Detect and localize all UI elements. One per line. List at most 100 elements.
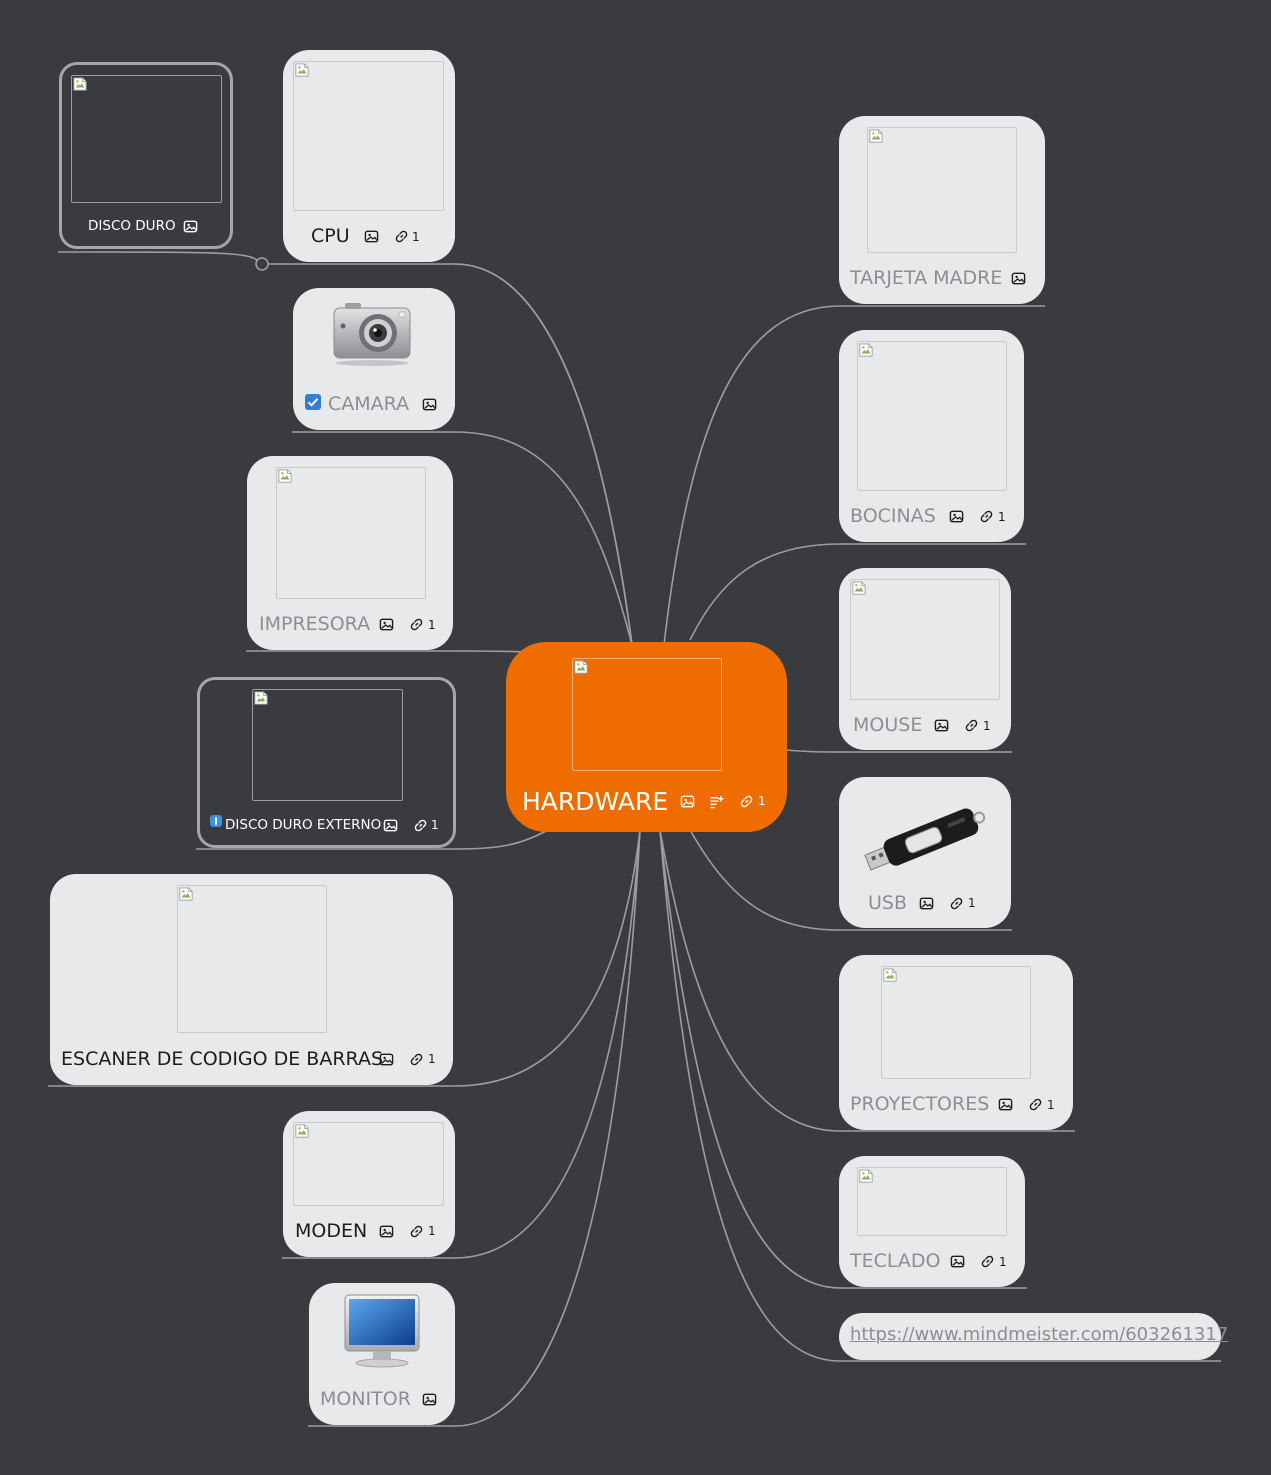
- image-icon[interactable]: [379, 1224, 394, 1239]
- broken-image-icon: [179, 887, 193, 901]
- node-disco-duro-externo[interactable]: DISCO DURO EXTERNO 1: [197, 677, 456, 848]
- edge-usb: [689, 829, 1012, 931]
- link-icon[interactable]: [949, 896, 964, 911]
- monitor-image: [344, 1294, 420, 1368]
- image-icon[interactable]: [422, 1392, 437, 1407]
- cpu-label: CPU: [311, 225, 350, 247]
- node-tarjeta-madre[interactable]: TARJETA MADRE: [839, 116, 1045, 304]
- node-monitor[interactable]: MONITOR: [309, 1283, 455, 1425]
- hardware-label: HARDWARE: [522, 787, 669, 816]
- proyectores-image: [881, 966, 1031, 1079]
- node-bocinas[interactable]: BOCINAS 1: [839, 330, 1024, 542]
- mouse-link-count: 1: [983, 719, 991, 733]
- node-mouse[interactable]: MOUSE 1: [839, 568, 1011, 750]
- link-icon[interactable]: [1028, 1097, 1043, 1112]
- edge-cpu: [454, 263, 633, 646]
- image-icon[interactable]: [919, 896, 934, 911]
- node-usb[interactable]: USB 1: [839, 777, 1011, 928]
- collapse-handle: [255, 257, 269, 271]
- camara-label: CAMARA: [328, 393, 410, 415]
- image-icon[interactable]: [183, 219, 198, 234]
- teclado-link-count: 1: [999, 1255, 1007, 1269]
- image-icon[interactable]: [950, 1254, 965, 1269]
- cpu-image: [293, 61, 444, 211]
- moden-link-count: 1: [428, 1224, 436, 1238]
- usb-image: [864, 808, 986, 871]
- teclado-label: TECLADO: [850, 1250, 941, 1272]
- image-icon[interactable]: [949, 509, 964, 524]
- image-icon[interactable]: [379, 617, 394, 632]
- bocinas-link-count: 1: [998, 510, 1006, 524]
- broken-image-icon: [295, 1124, 309, 1138]
- node-disco-duro[interactable]: DISCO DURO: [59, 62, 233, 249]
- node-proyectores[interactable]: PROYECTORES 1: [839, 955, 1073, 1130]
- link-icon[interactable]: [739, 794, 754, 809]
- link-icon[interactable]: [409, 617, 424, 632]
- broken-image-icon: [852, 581, 866, 595]
- broken-image-icon: [869, 129, 883, 143]
- edge-disco-externo: [196, 829, 549, 850]
- node-moden[interactable]: MODEN 1: [283, 1111, 455, 1257]
- moden-label: MODEN: [295, 1220, 368, 1242]
- link-icon[interactable]: [980, 1254, 995, 1269]
- node-escaner[interactable]: ESCANER DE CODIGO DE BARRAS 1: [50, 874, 453, 1085]
- image-icon[interactable]: [998, 1097, 1013, 1112]
- node-url[interactable]: https://www.mindmeister.com/603261317: [839, 1313, 1228, 1360]
- image-icon[interactable]: [383, 818, 398, 833]
- broken-image-icon: [859, 343, 873, 357]
- usb-label: USB: [868, 892, 908, 914]
- node-teclado[interactable]: TECLADO 1: [839, 1156, 1025, 1287]
- escaner-link-count: 1: [428, 1052, 436, 1066]
- cpu-link-count: 1: [412, 230, 420, 244]
- tarjeta-madre-image: [867, 127, 1017, 253]
- mindmeister-link[interactable]: https://www.mindmeister.com/603261317: [850, 1324, 1229, 1345]
- image-icon[interactable]: [934, 718, 949, 733]
- link-icon[interactable]: [409, 1224, 424, 1239]
- escaner-label: ESCANER DE CODIGO DE BARRAS: [61, 1048, 384, 1070]
- broken-image-icon: [254, 691, 268, 705]
- disco-duro-externo-label: DISCO DURO EXTERNO: [225, 817, 382, 833]
- priority-icon[interactable]: [210, 815, 222, 827]
- image-icon[interactable]: [680, 794, 695, 809]
- image-icon[interactable]: [379, 1052, 394, 1067]
- link-icon[interactable]: [979, 509, 994, 524]
- disco-duro-label: DISCO DURO: [88, 218, 176, 234]
- broken-image-icon: [278, 469, 292, 483]
- broken-image-icon: [883, 968, 897, 982]
- camera-image: [333, 303, 411, 366]
- hardware-link-count: 1: [758, 794, 766, 808]
- link-icon[interactable]: [409, 1052, 424, 1067]
- bocinas-label: BOCINAS: [850, 505, 936, 527]
- edge-proyectores: [659, 829, 1075, 1132]
- image-icon[interactable]: [364, 229, 379, 244]
- image-icon[interactable]: [1011, 271, 1026, 286]
- monitor-label: MONITOR: [320, 1388, 411, 1410]
- node-cpu[interactable]: CPU 1: [283, 50, 455, 262]
- impresora-link-count: 1: [428, 618, 436, 632]
- mouse-label: MOUSE: [853, 714, 923, 736]
- edge-monitor: [308, 829, 641, 1427]
- notes-icon[interactable]: [709, 794, 724, 809]
- proyectores-label: PROYECTORES: [850, 1093, 990, 1115]
- link-icon[interactable]: [964, 718, 979, 733]
- node-impresora[interactable]: IMPRESORA 1: [247, 456, 453, 650]
- disco-duro-externo-link-count: 1: [431, 818, 439, 832]
- checkbox-icon[interactable]: [305, 394, 321, 410]
- bocinas-image: [857, 341, 1007, 491]
- link-icon[interactable]: [413, 818, 428, 833]
- disco-duro-externo-image: [252, 689, 403, 801]
- edge-url: [659, 829, 1221, 1362]
- edge-camara: [292, 431, 633, 646]
- tarjeta-madre-label: TARJETA MADRE: [850, 267, 1003, 289]
- proyectores-link-count: 1: [1047, 1098, 1055, 1112]
- edge-moden: [282, 829, 641, 1259]
- edge-bocinas: [689, 543, 1026, 641]
- link-icon[interactable]: [394, 229, 409, 244]
- node-hardware-root[interactable]: HARDWARE 1: [506, 642, 787, 832]
- edge-escaner: [48, 829, 641, 1087]
- edge-mouse: [785, 749, 1012, 753]
- node-camara[interactable]: CAMARA: [293, 288, 455, 430]
- broken-image-icon: [73, 77, 87, 91]
- image-icon[interactable]: [422, 397, 437, 412]
